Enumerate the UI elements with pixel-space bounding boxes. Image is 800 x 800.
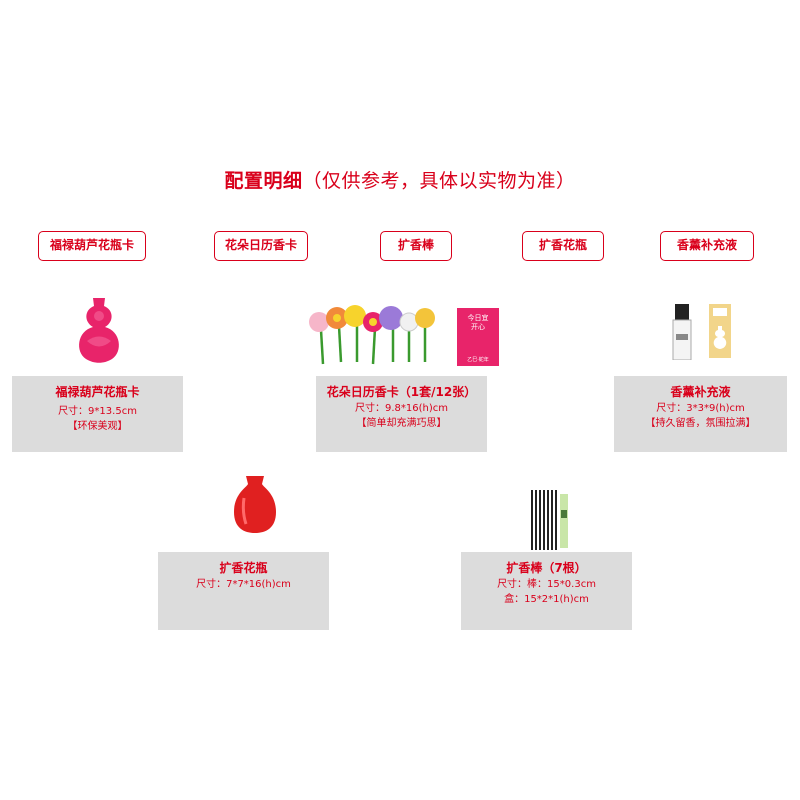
calendar-year-text: 乙巳·蛇年 [467, 357, 489, 363]
card-vase-size: 尺寸：7*7*16(h)cm [196, 579, 291, 590]
card-refill-size: 尺寸：3*3*9(h)cm [656, 403, 745, 414]
card-vase: 扩香花瓶 尺寸：7*7*16(h)cm [158, 552, 329, 630]
card-gourd-name: 福禄葫芦花瓶卡 [55, 385, 140, 399]
title-main: 配置明细 [224, 170, 303, 192]
tag-calendar-card: 花朵日历香卡 [214, 231, 308, 261]
card-sticks-name: 扩香棒（7根） [506, 561, 587, 575]
card-gourd-feature: 【环保美观】 [67, 421, 128, 432]
tag-gourd-card: 福禄葫芦花瓶卡 [38, 231, 146, 261]
flower-calendar-cards-image [305, 304, 455, 366]
diffuser-vase-image [232, 474, 278, 534]
refill-bottle-image [672, 304, 692, 361]
card-refill: 香薰补充液 尺寸：3*3*9(h)cm 【持久留香，氛围拉满】 [614, 376, 787, 452]
tag-diffuser-vase: 扩香花瓶 [522, 231, 604, 261]
calendar-card-cover: 今日宜开心 乙巳·蛇年 [457, 308, 499, 366]
card-calendar-feature: 【简单却充满巧思】 [356, 418, 447, 429]
card-gourd-size: 尺寸：9*13.5cm [58, 406, 137, 417]
card-vase-name: 扩香花瓶 [219, 561, 268, 575]
tag-refill-liquid: 香薰补充液 [660, 231, 754, 261]
refill-box-image [709, 304, 731, 358]
calendar-cover-text: 今日宜开心 [467, 314, 489, 331]
title-note: （仅供参考，具体以实物为准） [302, 170, 576, 192]
card-sticks-size-box: 盒：15*2*1(h)cm [504, 594, 589, 605]
card-refill-feature: 【持久留香，氛围拉满】 [645, 418, 756, 429]
card-refill-name: 香薰补充液 [670, 385, 731, 399]
card-sticks: 扩香棒（7根） 尺寸：棒：15*0.3cm 盒：15*2*1(h)cm [461, 552, 632, 630]
card-calendar: 花朵日历香卡（1套/12张） 尺寸：9.8*16(h)cm 【简单却充满巧思】 [316, 376, 487, 452]
gourd-card-image [74, 296, 124, 364]
card-calendar-size: 尺寸：9.8*16(h)cm [354, 403, 448, 414]
card-gourd: 福禄葫芦花瓶卡 尺寸：9*13.5cm 【环保美观】 [12, 376, 183, 452]
card-calendar-name: 花朵日历香卡（1套/12张） [326, 385, 477, 399]
card-sticks-size: 尺寸：棒：15*0.3cm [497, 579, 596, 590]
page-title: 配置明细（仅供参考，具体以实物为准） [0, 166, 800, 193]
diffuser-sticks-image [531, 490, 569, 550]
tag-diffuser-sticks: 扩香棒 [380, 231, 452, 261]
